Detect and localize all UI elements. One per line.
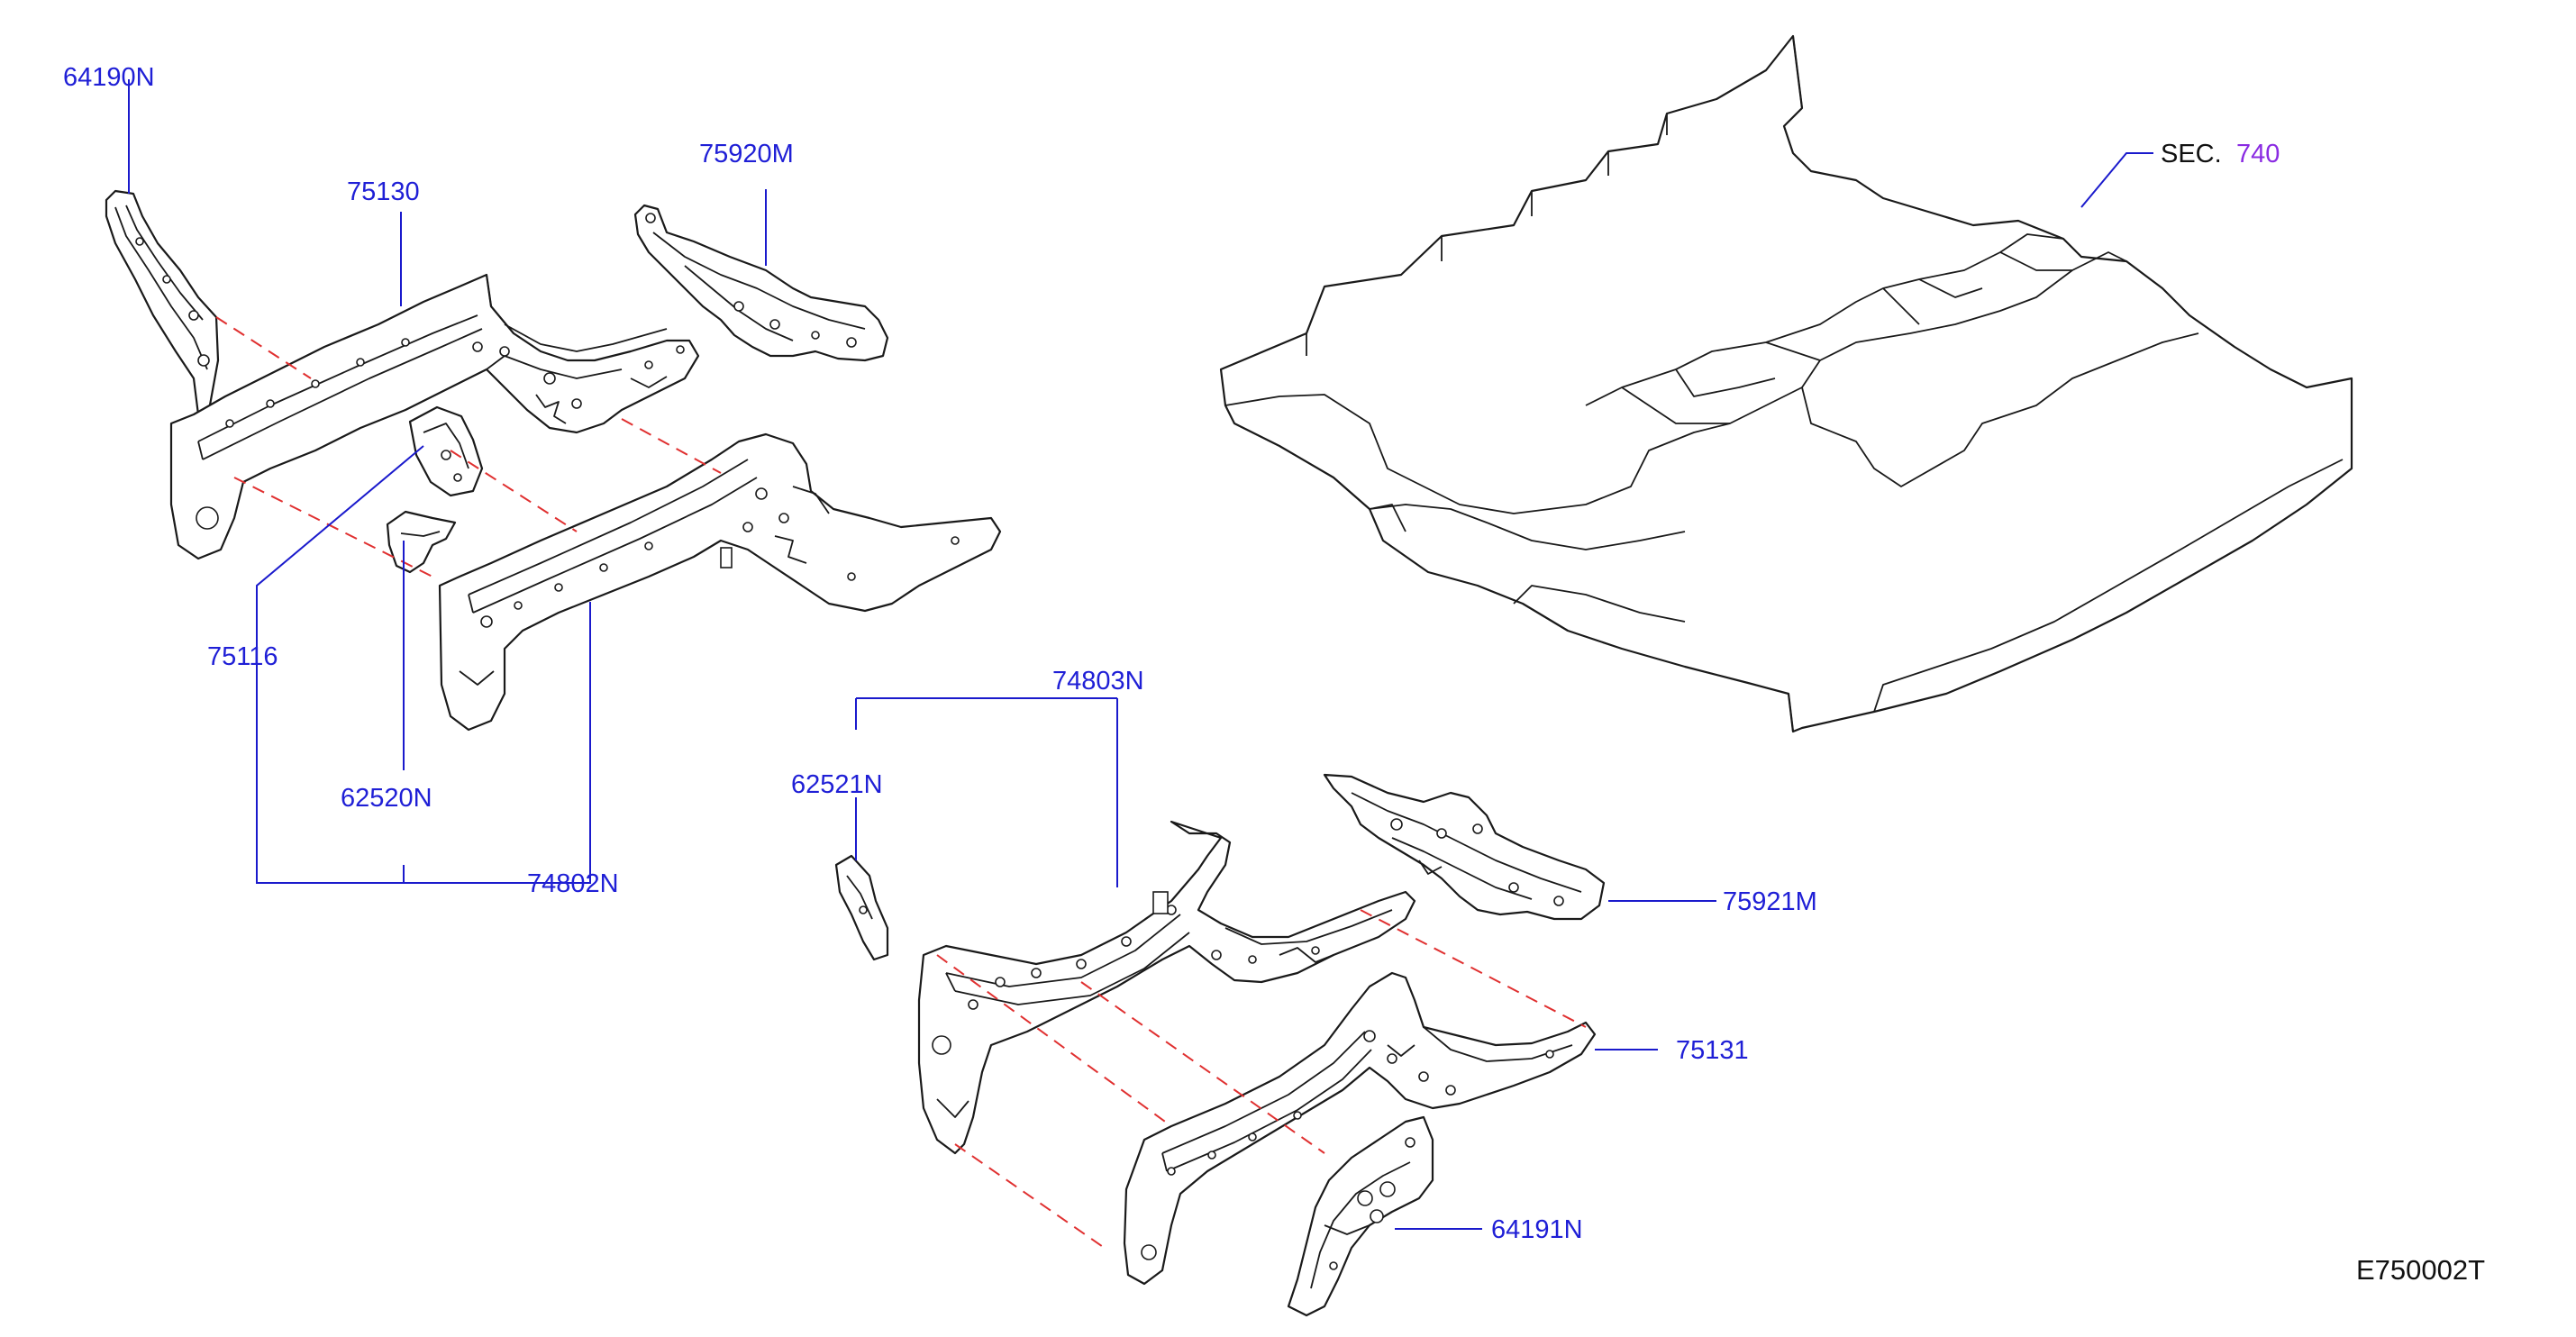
part-74803n — [917, 820, 1416, 1155]
part-75920m — [633, 204, 889, 362]
labels: 64190N 75130 75920M 75116 62520N 74802N … — [63, 63, 2485, 1286]
label-62521n: 62521N — [791, 770, 883, 799]
leaders-lower — [855, 152, 2153, 1230]
part-75130 — [169, 273, 700, 560]
floor-panel — [1219, 34, 2353, 733]
part-74802n — [438, 432, 1002, 732]
leaders-upper — [128, 79, 767, 884]
part-64191n — [1287, 1115, 1434, 1317]
label-75130: 75130 — [347, 177, 420, 206]
label-75920m: 75920M — [699, 140, 794, 168]
part-62521n — [834, 854, 889, 961]
assembly-lines-upper — [215, 316, 722, 578]
section-ref-prefix: SEC. — [2161, 140, 2222, 168]
part-62520n — [386, 510, 457, 574]
part-64190n — [105, 189, 220, 416]
diagram-id: E750002T — [2356, 1254, 2485, 1286]
label-75116: 75116 — [207, 642, 278, 671]
part-75131 — [1123, 971, 1597, 1286]
part-75921m — [1323, 773, 1606, 921]
part-75116 — [408, 405, 484, 497]
label-62520n: 62520N — [341, 784, 432, 813]
label-64191n: 64191N — [1491, 1215, 1583, 1244]
label-64190n: 64190N — [63, 63, 155, 92]
label-74803n: 74803N — [1052, 667, 1144, 696]
assembly-lines-lower — [936, 909, 1587, 1251]
label-75131: 75131 — [1676, 1036, 1749, 1065]
section-ref-number: 740 — [2236, 140, 2280, 168]
label-75921m: 75921M — [1723, 887, 1817, 916]
label-74802n: 74802N — [527, 869, 619, 898]
